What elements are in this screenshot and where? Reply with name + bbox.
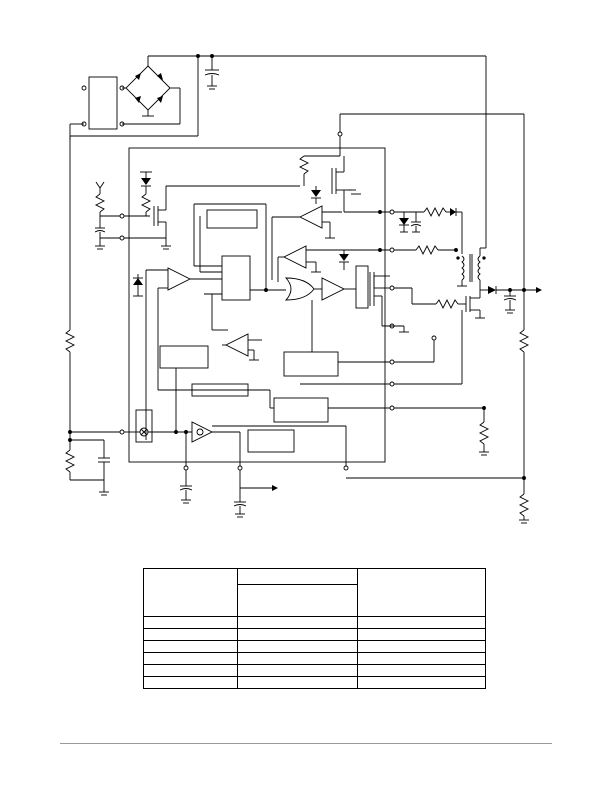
bias-network (394, 206, 463, 256)
application-circuit-schematic (64, 54, 542, 524)
sense-amplifier (191, 421, 349, 471)
table-cell (143, 664, 238, 677)
table-cell (237, 676, 358, 689)
bulk-capacitor (196, 54, 220, 90)
divider-resistor-left (64, 449, 76, 473)
line-sense-comparator (145, 267, 270, 440)
gate-driver (321, 277, 356, 301)
reference-block (191, 383, 249, 397)
output-divider (346, 290, 530, 524)
table-row (143, 652, 486, 665)
table-cell (143, 616, 238, 629)
sense-resistor (478, 408, 490, 456)
table-row (143, 676, 486, 689)
flyback-transformer (456, 56, 488, 291)
internal-mosfet (369, 272, 409, 333)
table-cell (237, 628, 358, 641)
timing-capacitor-left (98, 440, 110, 496)
error-amplifier (222, 333, 262, 361)
sense-switch-block (135, 409, 153, 443)
table-cell (237, 616, 358, 629)
table-cell (237, 664, 358, 677)
table-row (143, 664, 486, 677)
table-cell (237, 640, 358, 653)
table-cell (143, 628, 238, 641)
table-cell (357, 652, 486, 665)
or-gate (284, 277, 322, 301)
footer-divider (60, 743, 552, 744)
table-cell (357, 628, 486, 641)
bridge-rectifier (122, 55, 486, 125)
ac-input-block (69, 76, 125, 140)
table-cell (143, 640, 238, 653)
table-row (143, 616, 486, 629)
startup-resistor (64, 329, 76, 353)
table-cell (143, 676, 238, 689)
soft-start-block (159, 345, 209, 369)
startup-transistor (124, 185, 300, 250)
specification-table (143, 568, 486, 689)
table-row (143, 628, 486, 641)
reference-zener-left (133, 274, 143, 297)
table-cell (357, 640, 486, 653)
feedback-zener (339, 250, 349, 270)
compensation-capacitor (233, 470, 278, 518)
table-cell (357, 676, 486, 689)
oscillator-block (206, 209, 258, 229)
table-cell (357, 664, 486, 677)
table-header-cell (237, 584, 358, 617)
voltage-sense-comparator (277, 245, 390, 282)
table-header-cell (237, 568, 358, 585)
high-voltage-fet (298, 114, 361, 212)
latch-block (221, 255, 251, 301)
input-pin-network (94, 181, 125, 250)
current-sense-comparator (271, 205, 342, 280)
table-cell (143, 652, 238, 665)
thermal-block (247, 429, 295, 453)
primary-mosfet (394, 287, 485, 319)
table-cell (357, 616, 486, 629)
controller-ic-outline (128, 147, 386, 463)
table-header-cell (143, 568, 238, 617)
table-header-cell (357, 568, 486, 617)
output-rectifier (488, 286, 542, 314)
table-cell (237, 652, 358, 665)
power-switch-block (355, 265, 369, 309)
output-pins (344, 209, 395, 411)
startup-zener (124, 171, 152, 217)
soft-start-capacitor (179, 470, 193, 504)
protection-block (283, 351, 339, 377)
regulator-block (273, 397, 329, 423)
table-row (143, 640, 486, 653)
